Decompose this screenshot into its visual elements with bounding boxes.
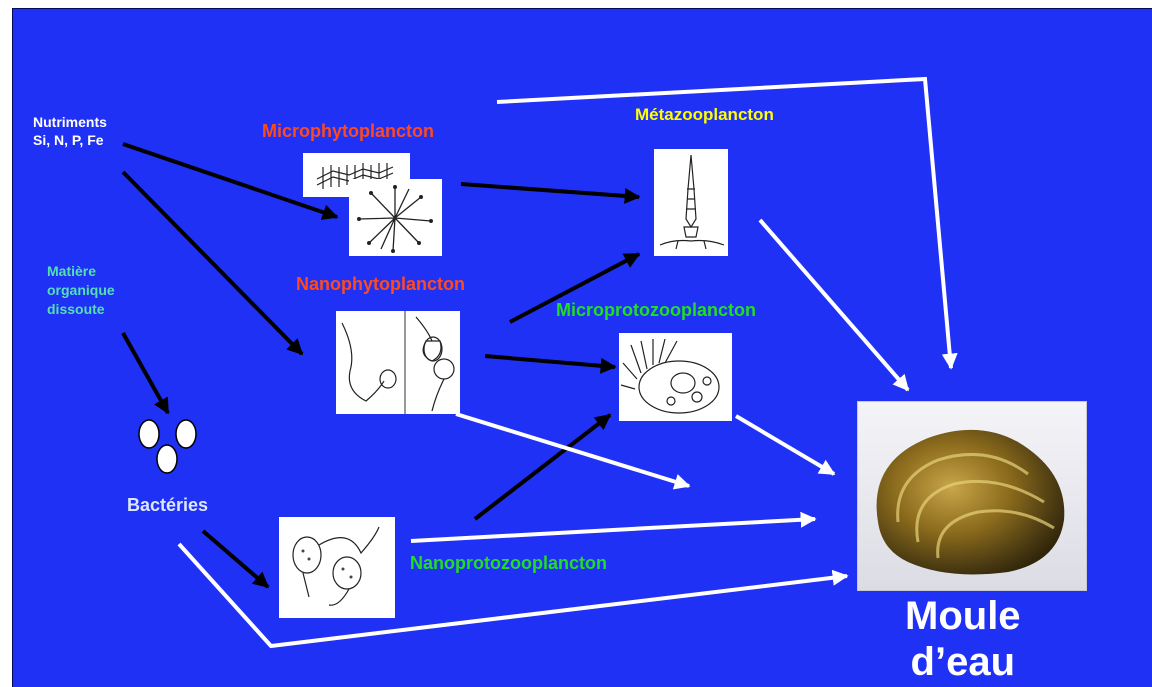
arrow-nanoprotozoo-to-mussel	[411, 519, 815, 541]
arrow-bacteria-to-mussel	[179, 544, 847, 646]
arrow-nutrients-to-nanophyto	[123, 172, 302, 354]
diagram-slide: Nutriments Si, N, P, Fe Matière organiqu…	[12, 8, 1152, 687]
arrow-dom-to-bacteria	[123, 333, 168, 413]
arrow-metazoo-to-mussel	[760, 220, 908, 390]
arrows-layer	[13, 9, 1152, 687]
arrow-microprotozoo-to-mussel	[736, 416, 834, 474]
arrow-nanophyto-to-microprotozoo	[485, 356, 615, 367]
arrow-nanophyto-to-metazoo	[510, 254, 639, 322]
arrow-microphyto-to-metazoo	[461, 184, 639, 197]
arrow-microphyto-to-mussel	[497, 79, 951, 368]
arrow-nanophyto-to-mussel	[456, 414, 689, 486]
arrow-nanoprotozoo-to-microprotozoo	[475, 415, 610, 519]
